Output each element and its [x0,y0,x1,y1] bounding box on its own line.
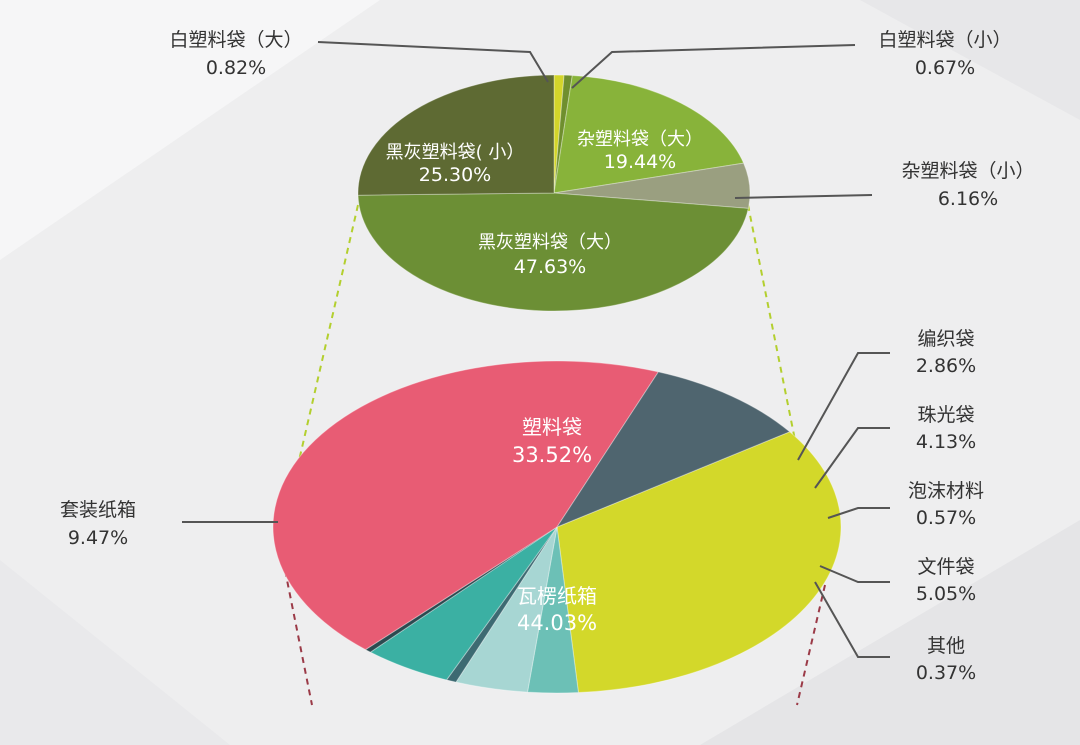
label-foam-value: 0.57% [916,507,976,529]
label-woven: 编织袋 2.86% [916,328,976,377]
label-pearl-name: 珠光袋 [917,404,974,426]
leader-white-large [317,41,549,83]
top-pie-slice-1 [553,74,573,194]
leader-other [814,581,890,658]
label-box-set: 套装纸箱 9.47% [60,499,136,549]
leader-foam [827,507,890,519]
label-black-small-name: 黑灰塑料袋( 小） [386,142,525,163]
connector-right-red [796,584,826,706]
bottom-pie-slice-2 [455,526,558,693]
label-black-large: 黑灰塑料袋（大） 47.63% [478,232,622,278]
label-box-set-value: 9.47% [68,527,128,549]
top-pie-slice-2 [553,74,745,194]
label-other-value: 0.37% [916,662,976,684]
bottom-pie-slice-5 [364,526,558,653]
leader-lines [182,41,890,658]
top-pie-slice-0 [553,74,565,194]
bottom-pie-slice-1 [526,526,579,694]
label-white-large-value: 0.82% [206,57,266,79]
label-woven-name: 编织袋 [917,328,974,350]
bottom-pie-slice-6 [272,360,660,651]
label-white-small: 白塑料袋（小） 0.67% [878,29,1011,79]
leader-misc-small [734,194,873,199]
label-other: 其他 0.37% [916,635,976,684]
leader-white-small [571,44,856,89]
bottom-pie-slice-7 [555,371,791,529]
label-white-large: 白塑料袋（大） 0.82% [169,29,302,79]
label-misc-large: 杂塑料袋（大） 19.44% [577,129,703,173]
label-plastic-bag: 塑料袋 33.52% [512,415,592,467]
label-other-name: 其他 [927,635,965,657]
connector-right-green [747,204,796,441]
label-document-name: 文件袋 [917,556,974,578]
leader-pearl [814,427,890,489]
connector-lines [282,204,826,706]
top-pie [357,74,751,312]
leader-document [819,565,890,583]
label-misc-large-name: 杂塑料袋（大） [577,129,703,150]
bottom-pie-slice-3 [445,526,558,683]
label-plastic-bag-value: 33.52% [512,443,592,467]
label-black-small: 黑灰塑料袋( 小） 25.30% [386,142,525,186]
label-foam: 泡沫材料 0.57% [908,480,984,529]
top-pie-slice-3 [553,162,751,209]
bottom-pie [272,360,842,694]
label-foam-name: 泡沫材料 [908,480,984,502]
top-pie-slice-4 [357,192,749,312]
label-pearl: 珠光袋 4.13% [916,404,976,453]
label-plastic-bag-name: 塑料袋 [522,415,582,439]
label-document: 文件袋 5.05% [916,556,976,605]
top-pie-slice-5 [357,74,555,196]
label-white-large-name: 白塑料袋（大） [169,29,302,51]
label-corrugated-box: 瓦楞纸箱 44.03% [517,584,597,635]
bottom-pie-slice-4 [369,526,558,681]
connector-left-red [282,559,313,706]
label-woven-value: 2.86% [916,355,976,377]
label-white-small-value: 0.67% [915,57,975,79]
label-box-set-name: 套装纸箱 [60,499,136,521]
connector-left-green [297,204,359,466]
label-document-value: 5.05% [916,583,976,605]
label-black-large-name: 黑灰塑料袋（大） [478,232,622,253]
leader-woven [797,352,890,461]
label-misc-small: 杂塑料袋（小） 6.16% [901,160,1034,210]
label-pearl-value: 4.13% [916,431,976,453]
label-misc-small-value: 6.16% [938,188,998,210]
label-white-small-name: 白塑料袋（小） [878,29,1011,51]
label-corrugated-box-value: 44.03% [517,611,597,635]
label-corrugated-box-name: 瓦楞纸箱 [517,584,597,608]
label-black-large-value: 47.63% [514,256,586,278]
label-misc-large-value: 19.44% [604,151,676,173]
label-black-small-value: 25.30% [419,164,491,186]
label-misc-small-name: 杂塑料袋（小） [901,160,1034,182]
